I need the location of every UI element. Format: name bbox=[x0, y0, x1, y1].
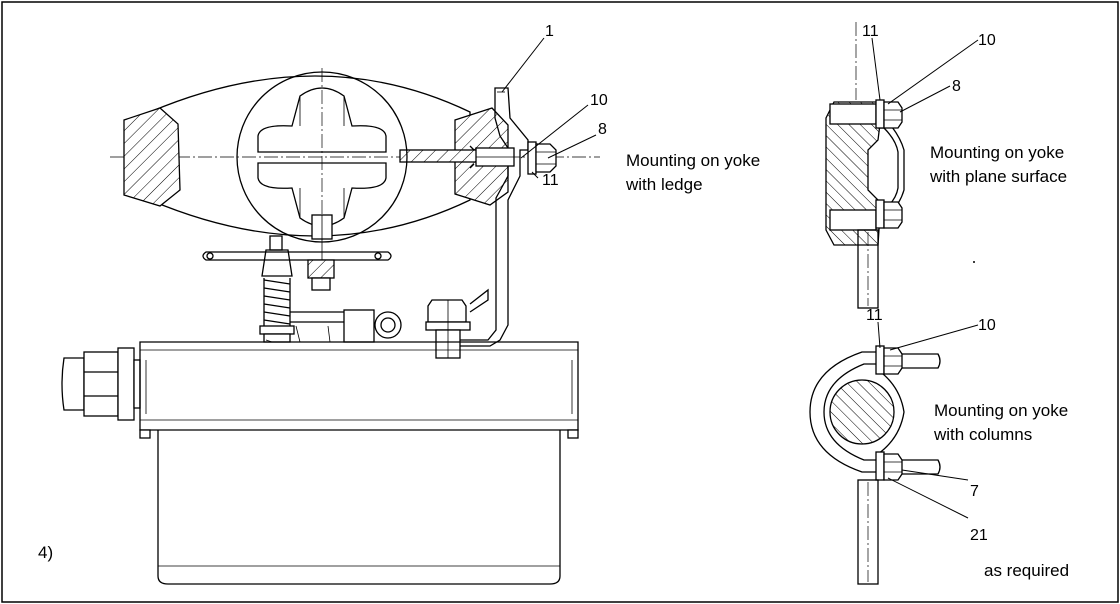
columns-callout-10: 10 bbox=[978, 317, 996, 334]
coupling-cross bbox=[257, 87, 387, 153]
columns-callout-11: 11 bbox=[866, 307, 883, 324]
caption-columns-line1: Mounting on yoke bbox=[934, 401, 1068, 420]
housing-bolt bbox=[427, 299, 467, 323]
plane-callout-8: 8 bbox=[952, 78, 961, 95]
callout-11: 11 bbox=[542, 172, 559, 189]
callout-1: 1 bbox=[545, 23, 554, 40]
yoke-column bbox=[829, 379, 895, 445]
plane-leaders bbox=[871, 37, 979, 113]
caption-plane-line1: Mounting on yoke bbox=[930, 143, 1064, 162]
main-leaders bbox=[501, 37, 597, 179]
spring bbox=[263, 278, 291, 326]
plane-callout-11: 11 bbox=[862, 23, 879, 40]
as-required-note: as required bbox=[984, 561, 1069, 580]
columns-view bbox=[809, 345, 941, 585]
lever-arm bbox=[202, 251, 392, 261]
columns-callout-21: 21 bbox=[970, 527, 988, 544]
main-assembly-view bbox=[61, 68, 600, 585]
yoke-left-section bbox=[123, 107, 181, 207]
plane-callout-10: 10 bbox=[978, 32, 996, 49]
columns-leaders bbox=[877, 321, 979, 519]
columns-callout-7: 7 bbox=[970, 483, 979, 500]
positioner-housing bbox=[139, 341, 579, 585]
cable-gland bbox=[61, 347, 141, 421]
plane-surface-view bbox=[825, 22, 905, 309]
caption-ledge-line2: with ledge bbox=[625, 175, 703, 194]
caption-ledge-line1: Mounting on yoke bbox=[626, 151, 760, 170]
callout-8: 8 bbox=[598, 121, 607, 138]
yoke-outline bbox=[149, 75, 471, 237]
callout-10: 10 bbox=[590, 92, 608, 109]
caption-columns-line2: with columns bbox=[933, 425, 1032, 444]
u-bolt bbox=[809, 351, 880, 473]
caption-plane-line2: with plane surface bbox=[929, 167, 1067, 186]
figure-number: 4) bbox=[38, 543, 53, 562]
